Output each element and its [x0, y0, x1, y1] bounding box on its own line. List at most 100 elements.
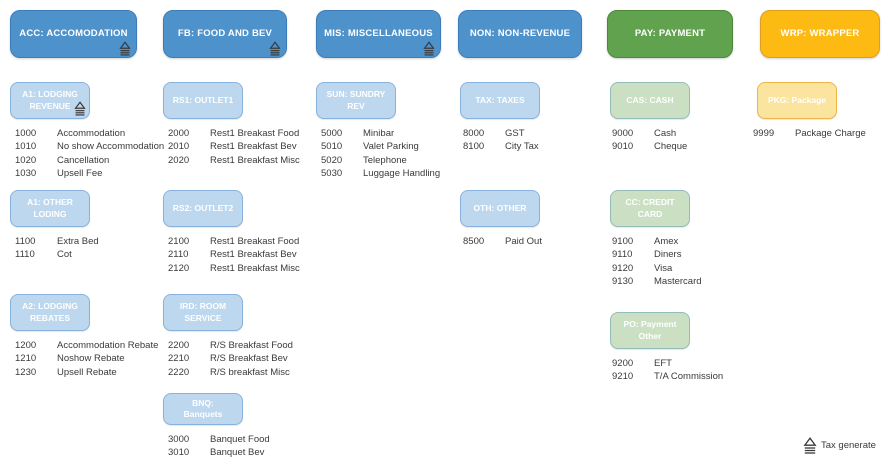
- code-label: Cheque: [654, 141, 688, 153]
- code-row: 5020 Telephone: [321, 154, 456, 167]
- code-label: Telephone: [363, 154, 407, 166]
- code-number: 1010: [15, 141, 37, 153]
- tax-generate-icon: [74, 101, 86, 116]
- code-number: 1030: [15, 167, 37, 179]
- code-label: Paid Out: [505, 236, 542, 247]
- tax-generate-icon: [423, 41, 435, 56]
- code-number: 1020: [15, 154, 37, 166]
- code-label: Banquet Food: [210, 434, 270, 445]
- code-label: Cash: [654, 128, 677, 139]
- code-number: 3000: [168, 434, 190, 445]
- code-number: 2220: [168, 366, 190, 378]
- code-list: 8500 Paid Out: [458, 235, 603, 248]
- header-wrp: WRP: WRAPPER: [760, 10, 880, 58]
- group-box: PKG: Package: [757, 82, 837, 119]
- header-label: NON: NON-REVENUE: [469, 28, 571, 40]
- code-number: 3010: [168, 447, 190, 459]
- header-mis: MIS: MISCELLANEOUS: [316, 10, 441, 58]
- group-box: A2: LODGING REBATES: [10, 294, 90, 331]
- code-label: R/S Breakfast Food: [210, 340, 293, 351]
- header-label: WRP: WRAPPER: [780, 28, 860, 40]
- code-label: Upsell Fee: [57, 167, 103, 179]
- code-label: Rest1 Breakfast Bev: [210, 249, 297, 261]
- code-label: Cot: [57, 249, 72, 261]
- group-box: SUN: SUNDRY REV: [316, 82, 396, 119]
- code-number: 1200: [15, 340, 37, 351]
- code-label: Noshow Rebate: [57, 353, 125, 365]
- group-label: A2: LODGING REBATES: [22, 301, 78, 323]
- group-label: A1: LODGING REVENUE: [22, 89, 78, 111]
- group-label: OTH: OTHER: [473, 202, 527, 213]
- code-row: 8100 City Tax: [463, 140, 603, 153]
- code-row: 9210 T/A Commission: [612, 370, 753, 383]
- code-number: 8500: [463, 236, 485, 247]
- code-number: 5020: [321, 154, 343, 166]
- legend-label: Tax generate: [821, 440, 876, 451]
- code-number: 9210: [612, 371, 634, 383]
- header-pay: PAY: PAYMENT: [607, 10, 733, 58]
- group-box: PO: Payment Other: [610, 312, 690, 349]
- code-label: Visa: [654, 262, 673, 274]
- code-label: Minibar: [363, 128, 395, 139]
- code-label: Valet Parking: [363, 141, 419, 153]
- code-label: Diners: [654, 249, 682, 261]
- code-label: City Tax: [505, 141, 539, 153]
- code-number: 9200: [612, 358, 634, 369]
- header-fb: FB: FOOD AND BEV: [163, 10, 287, 58]
- group-box: RS1: OUTLET1: [163, 82, 243, 119]
- code-number: 8100: [463, 141, 485, 153]
- code-number: 2100: [168, 236, 190, 247]
- code-number: 2200: [168, 340, 190, 351]
- code-label: Accommodation: [57, 128, 126, 139]
- header-label: ACC: ACCOMODATION: [19, 28, 128, 40]
- code-label: R/S Breakfast Bev: [210, 353, 288, 365]
- group-box: A1: LODGING REVENUE: [10, 82, 90, 119]
- tax-generate-icon: [803, 437, 817, 454]
- group-box: BNQ: Banquets: [163, 393, 243, 425]
- group-label: PO: Payment Other: [623, 319, 677, 341]
- code-label: Rest1 Breakfast Bev: [210, 141, 297, 153]
- code-label: T/A Commission: [654, 371, 724, 383]
- code-row: 3000 Banquet Food: [168, 433, 313, 446]
- code-number: 8000: [463, 128, 485, 139]
- code-number: 1230: [15, 366, 37, 378]
- group-box: CAS: CASH: [610, 82, 690, 119]
